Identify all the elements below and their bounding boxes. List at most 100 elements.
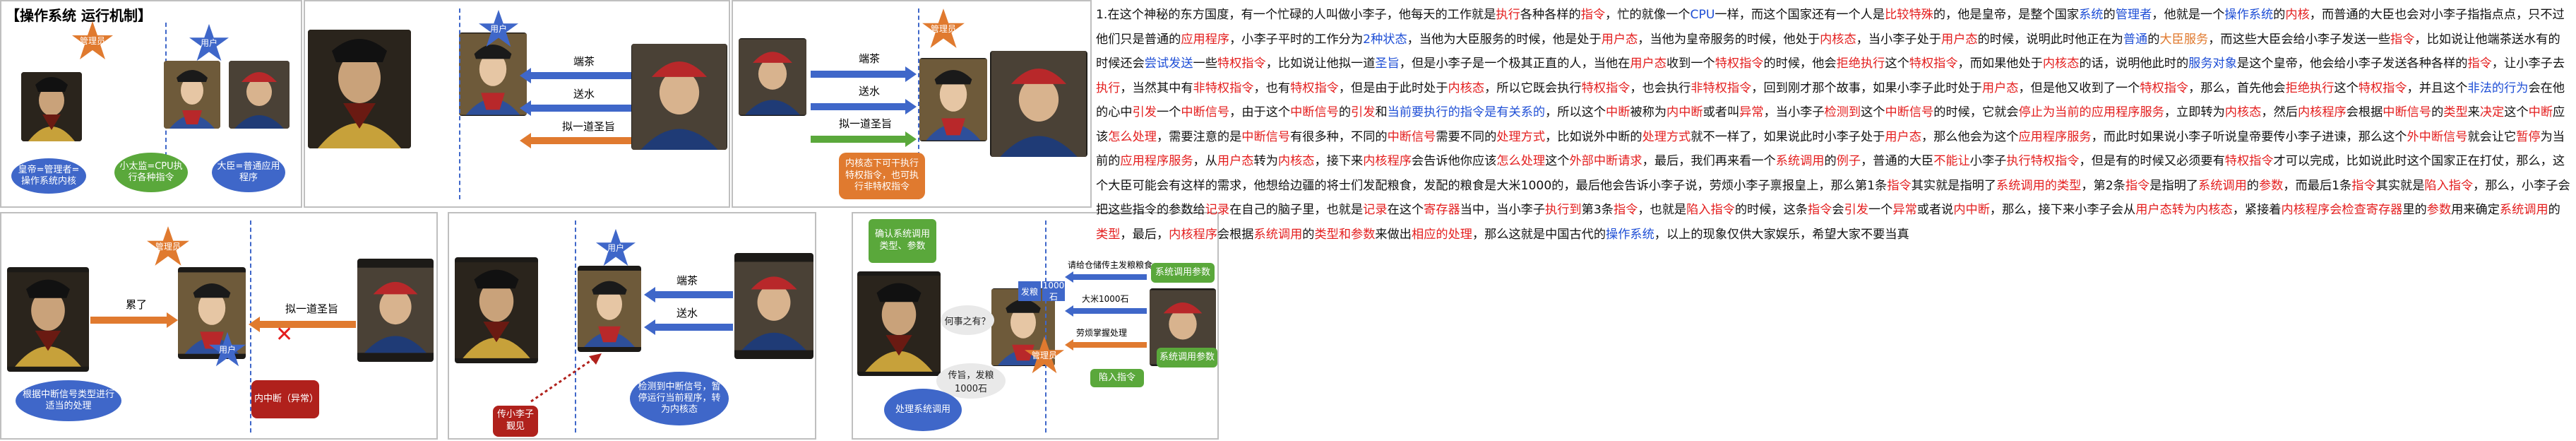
text-segment: 和 xyxy=(1375,105,1388,119)
text-segment: 执行到 xyxy=(1545,203,1582,217)
text-segment: 这个 xyxy=(1545,154,1570,168)
text-segment: 特权指令 xyxy=(1909,57,1958,71)
text-segment: 的时候，说明此时他正在为 xyxy=(1977,32,2123,47)
text-segment: ，当小李子处于 xyxy=(1856,32,1941,47)
arrow-tea xyxy=(811,66,917,82)
text-segment: 有很多种，不同的 xyxy=(1290,129,1388,144)
text-segment: 外部中断请求 xyxy=(1569,154,1642,168)
text-segment: 这个 xyxy=(2334,81,2359,95)
text-segment: ，也有 xyxy=(1253,81,1291,95)
arrow-water xyxy=(811,99,917,114)
text-segment: 的 xyxy=(2246,178,2259,193)
text-segment: 会 xyxy=(1832,203,1844,217)
panel-internal-interrupt: 管理员 用户 累了 拟一道圣旨 ✕ 根据中断信号类型进行适当的处理 内中断（异常… xyxy=(0,212,438,440)
text-segment: ，所以这个 xyxy=(1545,105,1606,119)
user-star-badge: 用户 xyxy=(188,23,230,62)
text-segment: ，那么，接下来小李子会从 xyxy=(1989,203,2136,217)
text-segment: 内核态 xyxy=(1277,154,1315,168)
text-segment: ，忙的就像一个 xyxy=(1605,8,1690,22)
text-segment: 当中，当小李子 xyxy=(1460,203,1546,217)
text-segment: 类型 xyxy=(2443,105,2468,119)
text-segment: 中断信号 xyxy=(1387,129,1436,144)
minister-portrait xyxy=(631,44,727,150)
syscall-params-bottom-box: 系统调用参数 xyxy=(1157,348,1217,368)
handle-syscall-note: 处理系统调用 xyxy=(884,389,962,431)
text-segment: 的时候，它就会 xyxy=(1933,105,2019,119)
arrow-label-tea: 端茶 xyxy=(573,55,595,68)
text-segment: 应该 xyxy=(1096,105,2565,144)
emperor-portrait xyxy=(308,30,411,148)
text-segment: ，当他为大臣服务的时候，他是处于 xyxy=(1407,32,1602,47)
text-segment: ，比如说让他端茶送水有的时候还会 xyxy=(1096,32,2560,71)
text-segment: 系统调用 xyxy=(1775,154,1825,168)
text-segment: 的 xyxy=(2431,105,2444,119)
text-segment: 异常 xyxy=(1739,105,1764,119)
text-segment: ，当然其中有 xyxy=(1120,81,1193,95)
text-segment: 执行特权指令 xyxy=(2006,154,2080,168)
panel-user-mode: 用户 端茶 送水 拟一道圣旨 xyxy=(304,0,730,208)
minister-portrait xyxy=(739,38,806,116)
syscall-params-top-box: 系统调用参数 xyxy=(1151,263,1215,283)
text-segment: ，但是他又收到了一个 xyxy=(2018,81,2140,95)
text-segment: 收到一个 xyxy=(1666,57,1715,71)
text-segment: 用户态 xyxy=(1217,154,1254,168)
eunuch-portrait xyxy=(919,58,987,141)
arrow-edict xyxy=(811,131,917,147)
emperor-portrait xyxy=(990,51,1087,157)
text-segment: 服务对象 xyxy=(2188,57,2237,71)
text-segment: ，然后 xyxy=(2261,105,2298,119)
text-segment: 指令 xyxy=(1887,178,1912,193)
text-segment: ，立即转为 xyxy=(2164,105,2225,119)
text-segment: CPU xyxy=(1690,8,1715,22)
text-segment: 指令 xyxy=(2125,178,2150,193)
text-segment: 一个 xyxy=(1868,203,1893,217)
text-segment: 大臣服务 xyxy=(2159,32,2209,47)
text-segment: 特权指令 xyxy=(1715,57,1764,71)
text-segment: 指令 xyxy=(1613,203,1638,217)
text-segment: 中断信号 xyxy=(1885,105,1934,119)
text-segment: 中断信号 xyxy=(2383,105,2432,119)
text-segment: 陷入指令 xyxy=(2424,178,2474,193)
arrow-edict xyxy=(249,317,356,332)
divider-line xyxy=(918,8,919,199)
text-segment: 来做出 xyxy=(1375,227,1412,242)
text-segment: 在这个 xyxy=(1387,203,1424,217)
text-segment: ，当他为皇帝服务的时候，他处于 xyxy=(1638,32,1820,47)
text-segment: 中断信号 xyxy=(1181,105,1230,119)
divider-line xyxy=(1045,220,1046,433)
text-segment: 内核程序 xyxy=(1169,227,1217,242)
minister-portrait xyxy=(734,253,813,359)
text-segment: ，那么，小李子会把这些指令的参数给 xyxy=(1096,178,2570,218)
text-segment: 不能让 xyxy=(1933,154,1970,168)
text-segment: ，需要注意的是 xyxy=(1156,129,1242,144)
confirm-syscall-box: 确认系统调用类型、参数 xyxy=(869,219,936,263)
text-segment: 决定 xyxy=(2479,105,2505,119)
external-interrupt-box: 传小李子觐见 xyxy=(493,406,538,437)
internal-interrupt-box: 内中断（异常） xyxy=(251,380,319,418)
text-segment: ，那么他会为这个 xyxy=(1921,129,2019,144)
text-segment: 用户态 xyxy=(1981,81,2019,95)
text-segment: 圣旨 xyxy=(1375,57,1400,71)
amount-badge: 1000石 xyxy=(1042,280,1065,302)
arrow-label-edict: 拟一道圣旨 xyxy=(562,120,616,133)
text-segment: 来 xyxy=(2467,105,2480,119)
user-star-badge: 用户 xyxy=(208,331,247,368)
text-segment: 特权指令 xyxy=(1217,57,1266,71)
text-segment: 这个 xyxy=(1861,105,1885,119)
text-segment: 特权指令 xyxy=(1581,81,1630,95)
text-segment: 处理方式 xyxy=(1496,129,1546,144)
arrow-label-rice: 大米1000石 xyxy=(1082,294,1129,304)
text-segment: 的 xyxy=(2273,8,2286,22)
text-segment: ，第2条 xyxy=(2081,178,2125,193)
summon-dotted-arrow xyxy=(530,353,602,403)
text-segment: ，比如说外中断的 xyxy=(1545,129,1642,144)
text-segment: 的 xyxy=(1338,105,1352,119)
text-segment: 内核态 xyxy=(1820,32,1856,47)
text-segment: 拒绝执行 xyxy=(2285,81,2334,95)
admin-star-badge: 管理员 xyxy=(921,7,966,49)
admin-star-badge: 管理员 xyxy=(71,20,114,61)
text-segment: 中断 xyxy=(1606,105,1630,119)
panel-system-call: 确认系统调用类型、参数 何事之有？ 发粮 1000石 传旨，发粮1000石 管理… xyxy=(852,212,1219,440)
text-segment: 用户态 xyxy=(1601,32,1638,47)
